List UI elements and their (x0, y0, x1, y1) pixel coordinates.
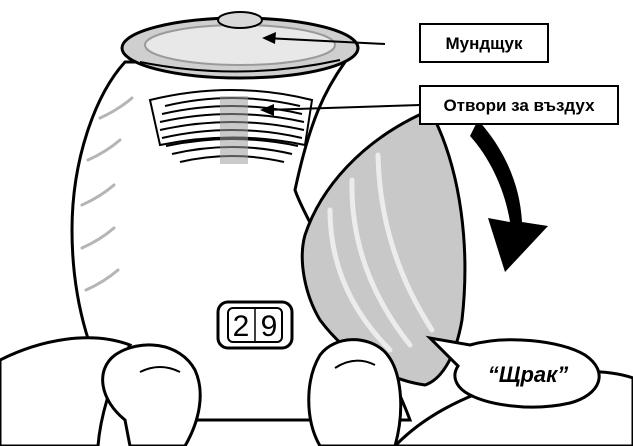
rotate-arrow (470, 120, 548, 272)
mouthpiece-label: Мундщук (446, 34, 523, 53)
counter-digit-2: 9 (261, 310, 278, 343)
mouthpiece (122, 12, 358, 78)
click-bubble: “Щрак” (430, 338, 599, 407)
dose-counter: 2 9 (218, 302, 292, 348)
click-label: “Щрак” (488, 362, 569, 387)
air-vents-label: Отвори за въздух (443, 96, 595, 115)
counter-digit-1: 2 (233, 310, 250, 343)
air-vents (150, 90, 312, 164)
